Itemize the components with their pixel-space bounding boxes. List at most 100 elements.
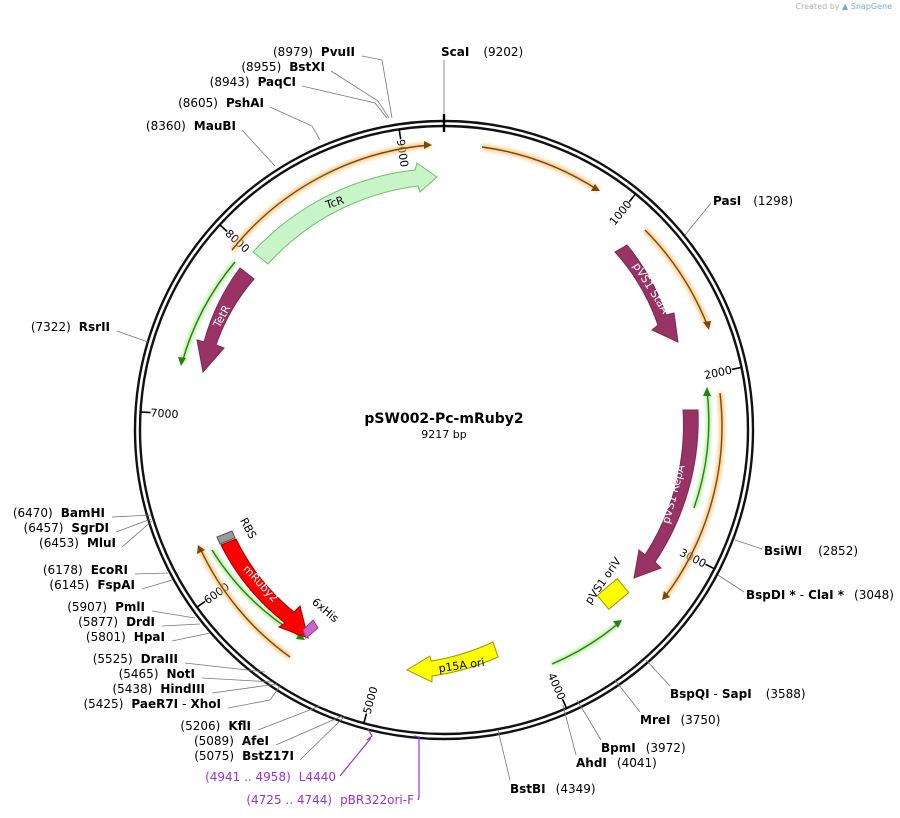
site-label-rsrii: (7322)RsrII xyxy=(31,320,110,334)
orf-arc-right1-head xyxy=(591,184,600,191)
site-label-bspqi-sapi: BspQI-SapI(3588) xyxy=(670,687,806,701)
leader-pvuii xyxy=(361,55,393,119)
leader-bsiwi xyxy=(734,539,763,550)
primer-markers xyxy=(339,728,420,801)
leader-fspai xyxy=(141,579,173,590)
green-arcs xyxy=(178,260,712,667)
site-label-fspai: (6145)FspAI xyxy=(49,578,135,592)
leader-pshai xyxy=(269,106,321,141)
tick-mark-1000 xyxy=(628,193,637,203)
orf-arcs xyxy=(197,141,725,660)
leader-ecori xyxy=(134,572,169,575)
site-label-pmli: (5907)PmlI xyxy=(67,600,145,614)
leader-bstbi xyxy=(497,729,511,781)
orf-arc-top-head xyxy=(424,141,432,149)
tick-label-7000: 7000 xyxy=(150,407,179,422)
tick-mark-3000 xyxy=(705,563,715,570)
site-label-hpai: (5801)HpaI xyxy=(86,630,165,644)
green-arc-left-top xyxy=(181,261,236,364)
leader-bspqi xyxy=(645,659,671,687)
site-label-draiii: (5525)DraIII xyxy=(93,652,178,666)
green-arc-right-head xyxy=(703,387,711,396)
site-label-paqci: (8943)PaqCI xyxy=(210,75,296,89)
site-label-pvuii: (8979)PvuII xyxy=(273,45,355,59)
feature-tetr xyxy=(196,267,255,374)
tick-label-5000: 5000 xyxy=(361,685,381,715)
orf-arc-left xyxy=(199,547,291,658)
green-arc-right xyxy=(693,389,710,509)
site-label-mlui: (6453)MluI xyxy=(39,536,116,550)
leader-sgrdi xyxy=(115,518,152,533)
orf-arc-top xyxy=(231,144,431,251)
leader-bstz17i xyxy=(299,715,346,761)
site-label-kfli: (5206)KflI xyxy=(180,719,251,733)
plasmid-name: pSW002-Pc-mRuby2 xyxy=(364,411,523,427)
leader-bspdi xyxy=(717,574,745,593)
plasmid-length: 9217 bp xyxy=(421,428,466,441)
site-label-pshai: (8605)PshAI xyxy=(178,96,264,110)
leader-kfli xyxy=(257,705,321,731)
site-label-pasi: PasI(1298) xyxy=(713,194,793,208)
orf-arc-right3 xyxy=(663,392,723,599)
site-label-bamhi: (6470)BamHI xyxy=(13,506,105,520)
tick-mark-7000 xyxy=(140,411,151,414)
site-label-afei: (5089)AfeI xyxy=(194,734,269,748)
leader-bamhi xyxy=(111,514,152,518)
feature-pvs1-repa xyxy=(633,409,699,579)
site-label-ahdi: AhdI(4041) xyxy=(576,756,657,770)
site-label-bstbi: BstBI(4349) xyxy=(510,782,596,796)
site-label-hindiii: (5438)HindIII xyxy=(112,682,205,696)
primer-label-pbr322ori-f: (4725 .. 4744)pBR322ori-F xyxy=(246,793,414,807)
site-label-ecori: (6178)EcoRI xyxy=(43,563,128,577)
leader-ahdi xyxy=(562,704,577,756)
green-arc-left-top-head xyxy=(178,357,186,366)
tick-mark-6000 xyxy=(196,600,206,608)
feature-p15a-ori xyxy=(405,641,499,683)
snapgene-credit: Created by ▲ SnapGene xyxy=(795,2,892,11)
tick-label-2000: 2000 xyxy=(703,364,733,382)
site-label-sgrdi: (6457)SgrDI xyxy=(24,521,109,535)
feature-mruby2 xyxy=(220,538,309,639)
leader-paer7i xyxy=(227,685,281,709)
site-label-paer7i-xhoi: (5425)PaeR7I-XhoI xyxy=(83,697,221,711)
leader-mlui xyxy=(121,520,153,548)
leader-bpmi xyxy=(576,699,602,741)
leader-lines xyxy=(111,55,763,781)
feature-label-6xhis: 6xHis xyxy=(309,596,341,626)
leader-noti xyxy=(201,677,274,683)
leader-mrei xyxy=(614,679,641,713)
site-label-bsiwi: BsiWI(2852) xyxy=(764,544,858,558)
primer-marker-pbr322ori-f xyxy=(413,735,420,801)
feature-pvs1-staa xyxy=(614,244,679,343)
tick-mark-4000 xyxy=(561,698,568,709)
snapgene-logo-icon: ▲ xyxy=(842,2,849,11)
leader-rsrii xyxy=(116,330,149,343)
tick-label-4000: 4000 xyxy=(545,671,568,702)
site-label-scai: ScaI(9202) xyxy=(441,45,523,59)
site-label-mrei: MreI(3750) xyxy=(640,713,720,727)
site-label-bspdi-clai: BspDI *-ClaI *(3048) xyxy=(746,588,894,602)
site-label-drdi: (5877)DrdI xyxy=(78,615,155,629)
primer-marker-l4440 xyxy=(366,728,373,741)
feature-pvs1-oriv xyxy=(596,578,630,610)
site-labels: ScaI(9202) (8979)PvuII (8955)BstXI (8943… xyxy=(13,45,894,807)
leader-maubi xyxy=(241,129,276,167)
feature-tcr xyxy=(252,162,438,265)
feature-label-p15a-ori: p15A ori xyxy=(438,656,486,675)
green-arc-left-bottom-head xyxy=(296,632,305,640)
tick-mark-8000 xyxy=(219,224,228,233)
leader-paqci xyxy=(301,85,388,119)
leader-draiii xyxy=(184,662,266,673)
feature-label-rbs: RBS xyxy=(237,516,259,542)
orf-arc-left-head xyxy=(197,545,205,554)
leader-afei xyxy=(275,715,343,746)
primer-label-l4440: (4941 .. 4958)L4440 xyxy=(205,770,336,784)
leader-hpai xyxy=(171,632,211,642)
orf-arc-right2-head xyxy=(703,321,711,330)
orf-arc-right2 xyxy=(644,229,709,328)
primer-leader-l4440 xyxy=(339,737,372,777)
feature-label-tcr: TcR xyxy=(323,194,346,213)
feature-arrows: TcR TetR pVS1 StaA pVS1 RepA pVS1 oriV p… xyxy=(196,162,699,683)
leader-pmli xyxy=(151,610,196,619)
